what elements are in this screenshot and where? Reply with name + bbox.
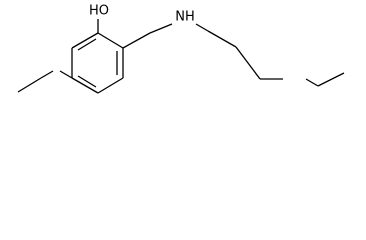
ring-double-bond-inner-top	[77, 38, 97, 51]
bond-ether-oxygen-to-ch2	[305, 78, 319, 87]
bond-methoxy-methyl-end	[17, 77, 42, 93]
ring-bond-c1-c2	[97, 32, 124, 49]
bond-ring-to-methoxy-oxygen	[59, 70, 73, 79]
bond-ethyl-ch2-to-ch3	[317, 72, 345, 87]
methoxy-group	[17, 70, 73, 93]
amine-label: NH	[175, 10, 195, 25]
bond-methoxy-oxygen-to-methyl	[40, 70, 54, 79]
hydroxyl-label: HO	[89, 4, 109, 19]
aminomethyl-linker	[122, 23, 173, 49]
ring-double-bond-inner-bottom	[77, 75, 97, 88]
bond-ring-to-ch2	[122, 32, 151, 49]
propyl-chain	[195, 23, 283, 80]
bond-ch2-to-nh	[149, 23, 173, 34]
ring-bond-c3-c4	[97, 77, 124, 94]
bond-nh-to-c1	[195, 23, 209, 32]
structural-formula: HO NH	[17, 4, 345, 94]
benzene-ring	[71, 32, 124, 94]
bond-chain-c2-c3	[235, 46, 261, 80]
ring-bond-c6-c1	[71, 32, 99, 49]
ethoxy-group	[305, 72, 345, 87]
ring-bond-c4-c5	[71, 77, 99, 94]
bond-chain-c1-c2	[207, 30, 237, 48]
